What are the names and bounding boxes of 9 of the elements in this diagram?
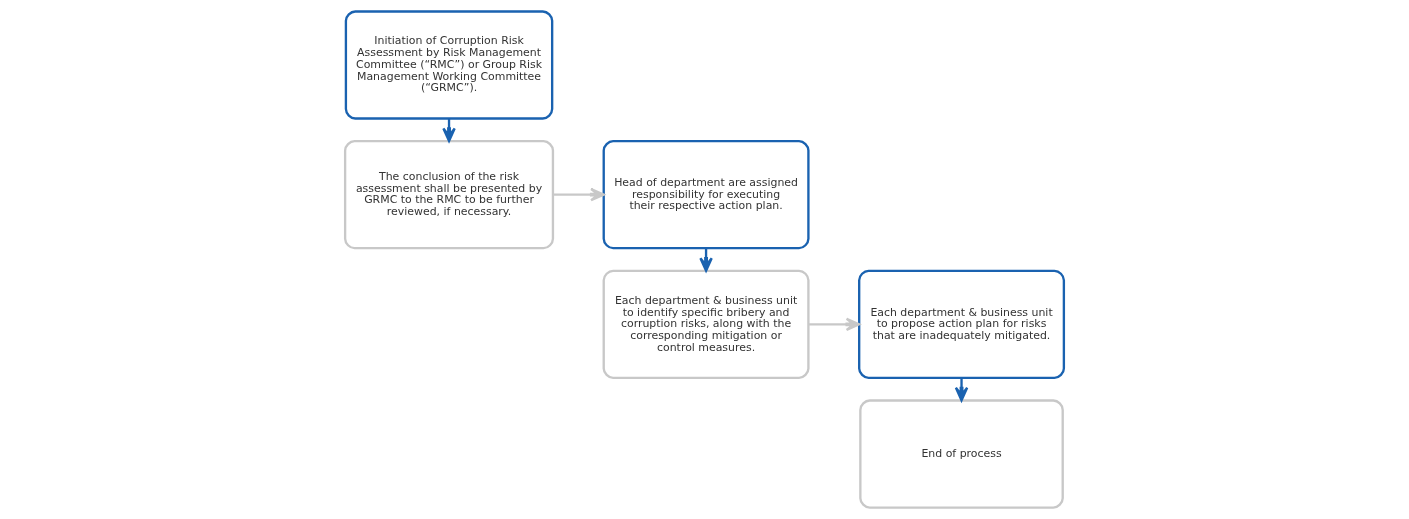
arrow xyxy=(808,317,861,332)
arrow xyxy=(553,187,605,202)
node-box: End of process xyxy=(859,399,1064,509)
node-box: Head of department are assigned responsibility for executing their respective action plan. xyxy=(602,139,810,250)
node-box: Each department & business unit to identify specific bribery and corruption risks, along with the corresponding mitigation or control measures. xyxy=(602,269,810,380)
node-box: Initiation of Corruption Risk Assessment by Risk Management Committee (“RMC”) or Group Risk Management Working Committee (“GRMC”). xyxy=(344,10,554,120)
node-box: The conclusion of the risk assessment shall be presented by GRMC to the RMC to be further reviewed, if necessary. xyxy=(343,139,555,250)
node-box: Each department & business unit to propose action plan for risks that are inadequately mitigated. xyxy=(858,269,1066,380)
arrow xyxy=(954,378,969,402)
